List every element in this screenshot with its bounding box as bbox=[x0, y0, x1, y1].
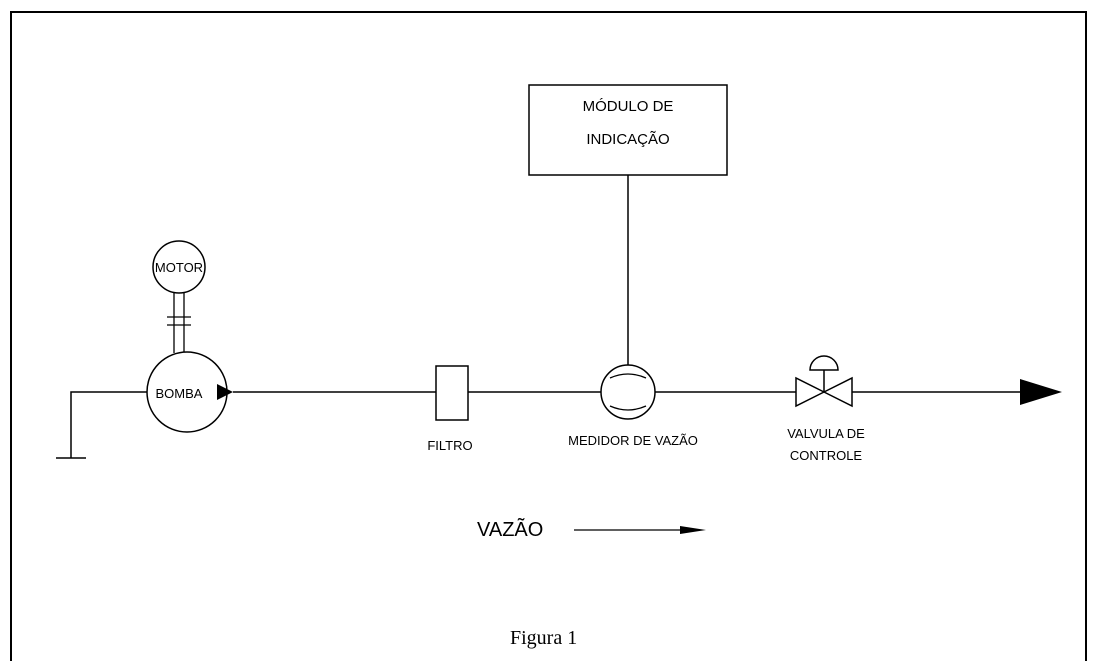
flow-direction-arrowhead bbox=[680, 526, 706, 534]
figure-caption: Figura 1 bbox=[510, 627, 577, 649]
indication-module-label-line2: INDICAÇÃO bbox=[586, 131, 669, 148]
filter-symbol bbox=[435, 365, 469, 421]
indication-module-label-line1: MÓDULO DE bbox=[583, 98, 674, 115]
flowmeter-inner-arc-top bbox=[609, 373, 647, 379]
pump-discharge-arrow bbox=[217, 384, 233, 400]
figure-frame bbox=[10, 11, 1087, 661]
control-valve-label-line2: CONTROLE bbox=[790, 448, 863, 463]
motor-symbol bbox=[152, 240, 206, 294]
flowmeter-label: MEDIDOR DE VAZÃO bbox=[568, 433, 698, 448]
filter-label: FILTRO bbox=[427, 438, 472, 453]
control-valve-actuator bbox=[809, 355, 839, 371]
flowmeter-symbol bbox=[600, 364, 656, 420]
flowmeter-inner-arc-bottom bbox=[609, 405, 647, 411]
flow-direction-label: VAZÃO bbox=[477, 517, 543, 541]
outlet-arrow bbox=[1020, 379, 1062, 405]
control-valve-label-line1: VALVULA DE bbox=[787, 426, 865, 441]
pump-label: BOMBA bbox=[156, 386, 203, 401]
suction-line bbox=[70, 391, 147, 458]
shaft-coupling bbox=[167, 293, 191, 353]
motor-label: MOTOR bbox=[155, 260, 203, 275]
